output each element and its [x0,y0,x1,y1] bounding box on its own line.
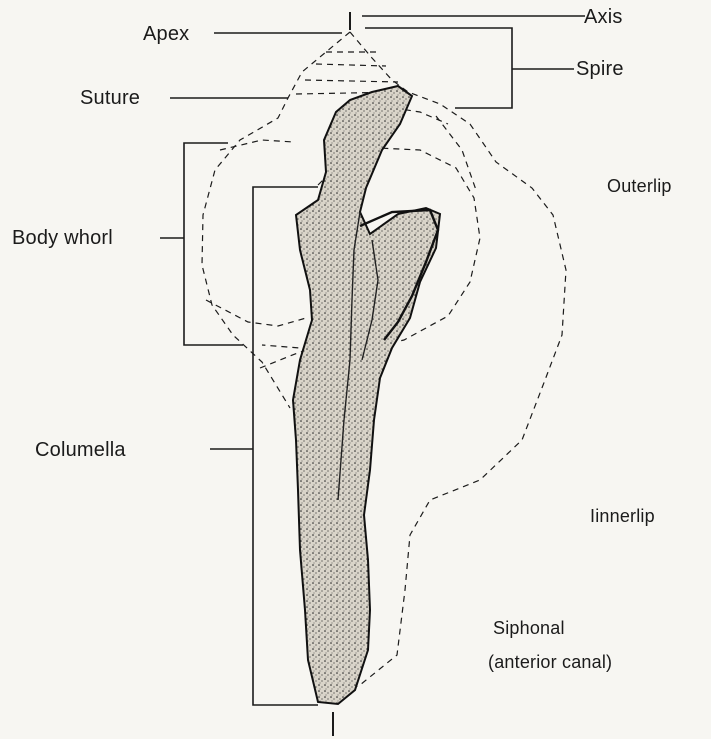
suture-label: Suture [80,87,140,109]
spire-label: Spire [576,58,624,80]
apex-label: Apex [143,23,189,45]
columella-label: Columella [35,439,126,461]
outer-lip-label: Outerlip [607,175,672,197]
axis-label: Axis [584,6,623,28]
body-whorl-label: Body whorl [12,227,113,249]
siphonal-label: Siphonal [493,617,565,639]
columella-shape [293,86,440,704]
anterior-canal-label: (anterior canal) [488,651,612,673]
inner-lip-label: Iinnerlip [590,505,655,527]
